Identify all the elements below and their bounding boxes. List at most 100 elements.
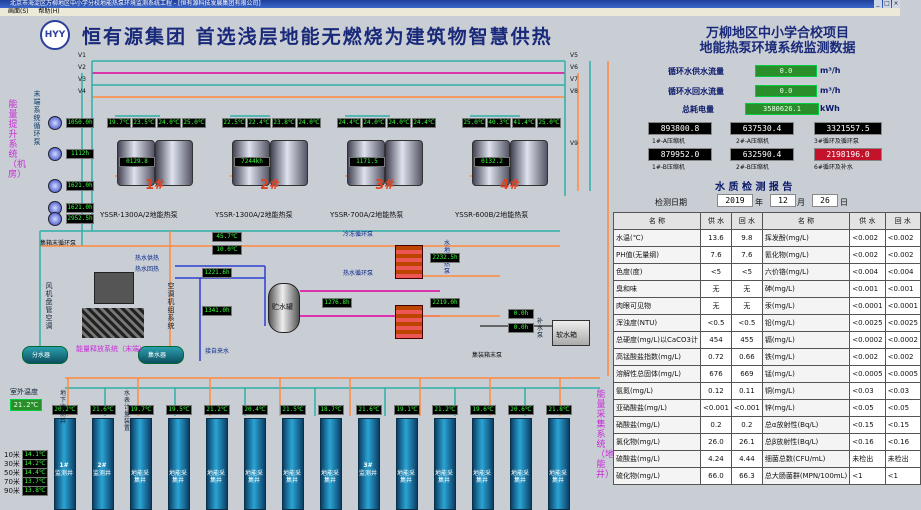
pump-reading: 1050.0h (66, 118, 94, 128)
pump-reading: 1621.0h (66, 203, 94, 213)
valve-label-v2: V2 (78, 64, 86, 71)
table-cell: 水温(℃) (612, 229, 702, 247)
pump-icon (48, 179, 62, 193)
table-cell: 676 (700, 365, 732, 383)
loss-pump-label: 集箱末循环泵 (40, 240, 77, 247)
table-cell: <0.0005 (884, 365, 921, 383)
table-cell: <0.0001 (884, 297, 921, 315)
table-row: 肉眼可见物无无汞(mg/L)<0.0001<0.0001 (612, 297, 921, 315)
minimize-button[interactable]: _ (874, 0, 882, 8)
table-cell: <0.001 (849, 280, 886, 298)
unit-number: 2# (260, 178, 280, 193)
heat-pump-compressor-b (510, 140, 548, 186)
heat-pump-compressor-b (385, 140, 423, 186)
table-cell: 4.24 (700, 450, 732, 468)
unit-power-reading: 0132.2 (474, 157, 510, 167)
energy-label-2b: 2#-B压缩机 (736, 164, 769, 171)
supply-flow-label: 循环水供水流量 (668, 67, 724, 76)
table-cell: 六价铬(mg/L) (761, 263, 851, 281)
valve-label-v6: V6 (570, 64, 578, 71)
maximize-button[interactable]: □ (883, 0, 891, 8)
outdoor-temp-value: 21.2℃ (10, 399, 42, 411)
floor-coil (82, 308, 144, 338)
table-cell: 氰化物(mg/L) (761, 246, 851, 264)
table-cell: 砷(mg/L) (761, 280, 851, 298)
table-cell: 0.12 (700, 382, 732, 400)
table-cell: <0.16 (849, 433, 886, 451)
valve-label-v7: V7 (570, 76, 578, 83)
unit-power-reading: 0129.8 (119, 157, 155, 167)
hot-water-reading: 1221.6h (202, 268, 232, 278)
heat-pump-compressor-b (270, 140, 308, 186)
table-cell: <0.5 (700, 314, 732, 332)
well-reading: 19.6℃ (470, 405, 496, 415)
unit-number: 3# (375, 178, 395, 193)
project-title-line1: 万柳地区中小学合校项目 (705, 26, 849, 41)
table-cell: 亚硝酸盐(mg/L) (612, 399, 702, 417)
menu-item-help[interactable]: 帮助(H) (38, 8, 60, 15)
close-button[interactable]: × (892, 0, 900, 8)
table-cell: 臭和味 (612, 280, 702, 298)
table-cell: <5 (700, 263, 732, 281)
well-type: 地能采集井 (130, 470, 149, 484)
soft-water-tank-label: 软水箱 (556, 331, 577, 339)
hot-water-reading: 10.0℃ (212, 245, 242, 255)
menu-item-screen[interactable]: 画面(S) (8, 8, 29, 15)
pump-icon (48, 212, 62, 226)
return-flow-unit: m³/h (820, 86, 841, 95)
unit-temp-reading: 25.0℃ (462, 118, 486, 128)
well-type: 监测井 (92, 470, 111, 477)
well-column (130, 418, 152, 510)
unit-temp-reading: 24.0℃ (387, 118, 411, 128)
table-cell: 无 (730, 280, 763, 298)
well-type: 地能采集井 (320, 470, 339, 484)
hot-supply-label: 热水供热 (135, 255, 160, 262)
table-cell: <0.002 (884, 246, 921, 264)
storage-tank (268, 283, 300, 333)
well-number: 1# (59, 462, 69, 469)
page-title: 恒有源集团 首选浅层地能无燃烧为建筑物智慧供热 (82, 26, 553, 48)
well-column (548, 418, 570, 510)
unit-temp-reading: 41.4℃ (512, 118, 536, 128)
report-month-unit: 月 (797, 198, 805, 207)
energy-label-6: 6#循环及补水 (814, 164, 853, 171)
well-column (282, 418, 304, 510)
table-cell: 454 (700, 331, 732, 349)
table-cell: <0.004 (849, 263, 886, 281)
table-cell: 铁(mg/L) (761, 348, 851, 366)
well-reading: 19.7℃ (128, 405, 154, 415)
well-column (206, 418, 228, 510)
energy-counter-1a: 893800.8 (648, 122, 712, 135)
distributor-label: 分水器 (32, 352, 51, 359)
well-reading: 19.5℃ (166, 405, 192, 415)
well-column (244, 418, 266, 510)
well-number: 3# (363, 462, 373, 469)
report-title: 水 质 检 测 报 告 (715, 182, 793, 193)
table-cell: 66.3 (730, 467, 763, 485)
well-reading: 21.2℃ (432, 405, 458, 415)
well-type: 监测井 (54, 470, 73, 477)
distributor (22, 346, 68, 364)
table-cell: PH值(无量纲) (612, 246, 702, 264)
table-cell: 锰(mg/L) (761, 365, 851, 383)
power-label: 总耗电量 (682, 105, 714, 114)
ac-left-label: 风机盘管空调 (45, 282, 53, 330)
valve-label-v1: V1 (78, 52, 86, 59)
table-cell: 26.1 (730, 433, 763, 451)
well-column (472, 418, 494, 510)
well-reading: 21.8℃ (546, 405, 572, 415)
well-reading: 21.6℃ (356, 405, 382, 415)
collection-system-label: 能量采集系统（地能井） (596, 390, 615, 480)
table-cell: 硝酸盐(mg/L) (612, 416, 702, 434)
well-type: 地能采集井 (206, 470, 225, 484)
table-cell: 无 (730, 297, 763, 315)
table-cell: 无 (700, 297, 732, 315)
table-cell: <0.0002 (884, 331, 921, 349)
heat-pump-label: 热水循环泵 (343, 270, 374, 277)
unit-name: YSSR-1300A/2地能热泵 (215, 211, 293, 219)
menu-bar: 画面(S) 帮助(H) (0, 8, 900, 16)
